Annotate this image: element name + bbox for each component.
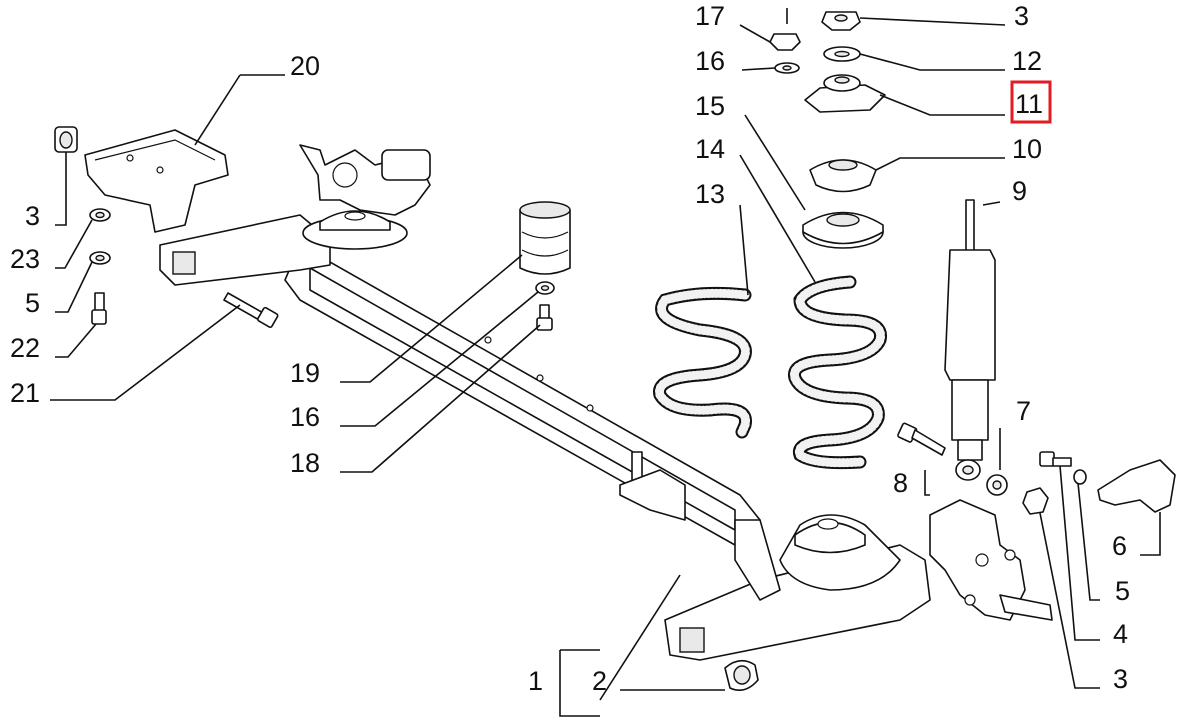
callout-3-right: 3 [1113,664,1128,694]
bolt-8 [897,422,946,456]
nut-top-3 [821,11,861,31]
rubber-bush-2 [724,659,759,691]
callout-21: 21 [10,378,40,408]
bolt-left-22 [91,292,107,325]
callout-16-lower: 16 [290,402,320,432]
callout-5-right: 5 [1115,576,1130,606]
callout-16-upper: 16 [695,46,725,76]
callout-3-left: 3 [25,201,40,231]
coil-spring-13 [653,286,753,439]
callout-13: 13 [695,179,725,209]
callout-23: 23 [10,244,40,274]
washer-12 [823,46,861,62]
axle-stud [619,451,686,521]
nut-17-washer-16 [769,8,801,74]
mounting-bracket [84,129,229,233]
callout-15: 15 [695,91,725,121]
left-spring-seat [302,210,408,250]
callout-labels: 20 17 16 15 14 13 3 12 11 10 9 3 23 5 22… [10,1,1130,696]
coil-spring-14 [788,275,888,470]
callout-14: 14 [695,134,725,164]
bump-stop [519,201,571,275]
right-fasteners [1022,451,1176,515]
highlight-box-11 [1010,80,1052,124]
callout-4: 4 [1113,619,1128,649]
callout-2: 2 [592,666,607,696]
left-hub-flange [299,144,431,216]
callout-12: 12 [1012,46,1042,76]
bump-stop-fasteners [535,281,555,331]
rubber-bush-left [54,126,78,153]
callout-18: 18 [290,448,320,478]
callout-19: 19 [290,358,320,388]
right-spring-seat [779,514,901,591]
leader-lines [50,17,1161,717]
callout-8: 8 [893,468,908,498]
top-mount-11 [804,74,886,113]
callout-11: 11 [1015,89,1043,119]
long-bolt-21 [223,292,279,328]
spring-seat-15 [802,211,884,249]
callout-17: 17 [695,1,725,31]
callout-22: 22 [10,333,40,363]
callout-9: 9 [1012,176,1027,206]
washer-7 [986,474,1008,496]
shock-absorber [944,199,996,481]
callout-10: 10 [1012,134,1042,164]
callout-20: 20 [290,51,320,81]
callout-1: 1 [528,666,543,696]
callout-6: 6 [1112,531,1127,561]
washers-left [89,208,111,265]
callout-5-left: 5 [25,288,40,318]
callout-3-top: 3 [1014,1,1029,31]
right-hub-flange [929,499,1053,621]
spring-insulator-10 [809,159,877,193]
callout-7: 7 [1016,396,1031,426]
